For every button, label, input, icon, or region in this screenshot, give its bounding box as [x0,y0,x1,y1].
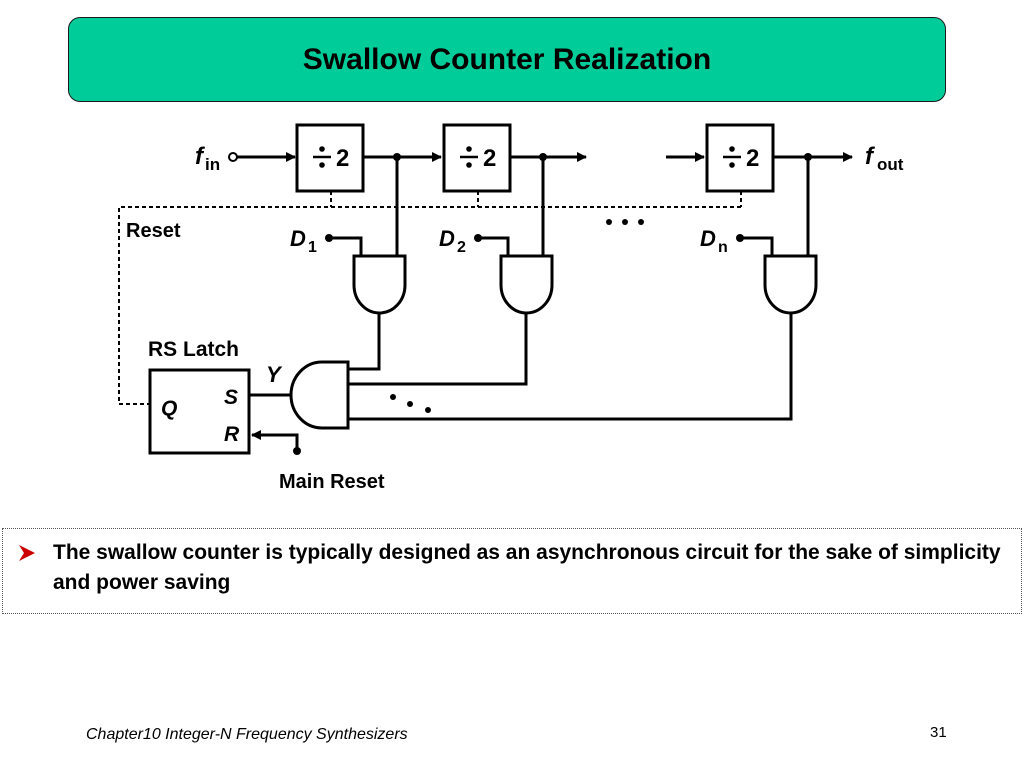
main-reset-label: Main Reset [279,471,385,493]
bullet-arrow-icon [19,545,35,561]
stage-ellipsis-dot [638,219,644,225]
latch-s-label: S [224,386,238,409]
latch-q-label: Q [161,397,177,420]
page-number: 31 [930,724,947,741]
stage-ellipsis-dot [606,219,612,225]
divider-block-1: 2 [295,123,365,193]
rs-latch-block [148,368,251,455]
fin-label: f [195,143,205,170]
and-gate-2 [499,254,554,315]
dn-wire [740,236,774,256]
footer-chapter-title: Chapter10 Integer-N Frequency Synthesize… [86,726,408,743]
slide-title-box: Swallow Counter Realization [68,17,946,102]
divider-block-2: 2 [442,123,512,193]
bullet-box: The swallow counter is typically designe… [2,528,1022,614]
gate2-to-final-wire [347,313,528,386]
and-gate-1 [352,254,407,315]
bullet-text: The swallow counter is typically designe… [53,541,1001,594]
and-gate-n [763,254,818,315]
reset-dotted-line [118,191,742,405]
divider-ratio-1: 2 [336,145,349,172]
dn-label: D [700,226,716,251]
swallow-counter-diagram: f in 2 2 2 f out Reset D 1 [118,123,904,493]
reset-label: Reset [126,220,181,242]
stage-ellipsis-dot [622,219,628,225]
y-label: Y [266,362,283,387]
d2-wire [478,236,510,256]
gate1-to-final-wire [347,313,381,371]
latch-r-label: R [224,423,240,446]
dn-sub: n [718,239,728,256]
divider-block-n: 2 [705,123,775,193]
d1-sub: 1 [308,239,317,256]
d2-label: D [439,226,455,251]
input-ellipsis-dot [407,401,413,407]
fin-sub: in [205,155,220,174]
main-reset-terminal [293,447,301,455]
input-ellipsis-dot [425,407,431,413]
slide-title: Swallow Counter Realization [302,42,712,76]
rs-latch-title: RS Latch [148,338,239,361]
divider-ratio-2: 2 [483,145,496,172]
final-and-gate [289,360,350,430]
fout-sub: out [877,155,904,174]
d2-sub: 2 [457,239,466,256]
fin-terminal [228,152,238,162]
fout-label: f [865,143,875,170]
divider-ratio-n: 2 [746,145,759,172]
input-ellipsis-dot [390,394,396,400]
d1-wire [329,236,363,256]
gaten-to-final-wire [347,313,793,421]
main-reset-wire [251,430,299,451]
d1-label: D [290,226,306,251]
